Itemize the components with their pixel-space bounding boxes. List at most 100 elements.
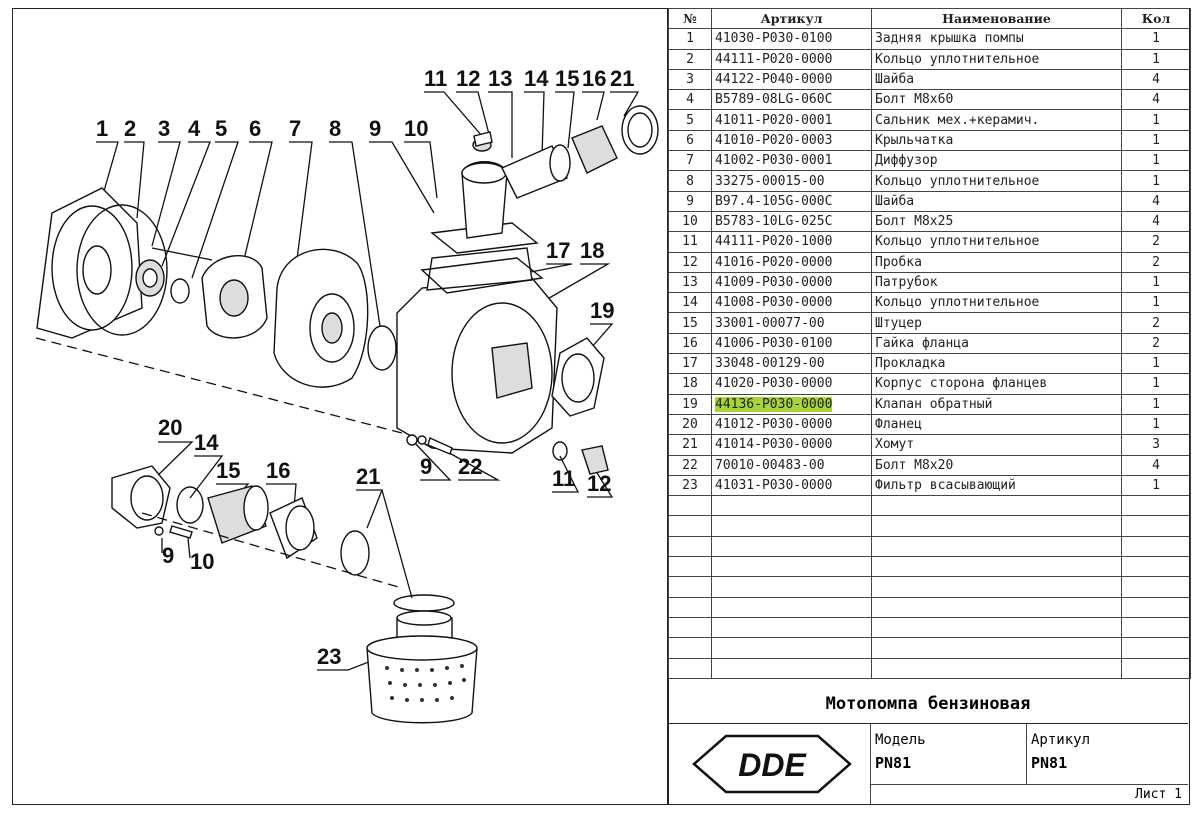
cell-name: Шайба [871,190,1122,212]
callout-label: 1 [96,116,108,141]
cell-name: Фланец [871,413,1122,436]
empty-cell [711,616,872,639]
cell-qty: 1 [1121,292,1191,314]
empty-table-row [668,596,1191,618]
cell-article: 44122-P040-0000 [711,68,872,91]
cell-num: 2 [668,48,712,70]
cell-article: 41010-P020-0003 [711,129,872,152]
cell-qty: 3 [1121,434,1191,456]
brand-logo: DDE [668,724,871,805]
empty-table-row [668,535,1191,558]
callout-label: 20 [158,415,182,440]
cell-article: 33275-00015-00 [711,170,872,192]
callout-group-lower-left: 20 14 15 16 9 10 21 23 [158,415,380,669]
empty-cell [1121,596,1191,618]
empty-table-row [668,495,1191,517]
callout-label: 22 [458,454,482,479]
cell-num: 1 [668,28,712,50]
cell-article: 70010-00483-00 [711,454,872,476]
empty-cell [668,637,712,659]
empty-cell [711,515,872,537]
cell-qty: 1 [1121,271,1191,294]
sheet-number: Лист 1 [1135,787,1182,802]
empty-cell [668,657,712,679]
empty-cell [871,657,1122,679]
cell-qty: 1 [1121,129,1191,152]
empty-cell [711,556,872,578]
cell-article: B5789-08LG-060C [711,89,872,111]
sheet-divider [667,8,669,805]
cell-article: 33048-00129-00 [711,353,872,375]
empty-table-row [668,616,1191,639]
callout-group-right: 17 18 19 [546,238,614,323]
callout-label: 5 [215,116,227,141]
cell-name: Кольцо уплотнительное [871,170,1122,192]
part-impeller [201,254,268,339]
empty-cell [1121,515,1191,537]
empty-cell [668,596,712,618]
empty-cell [1121,535,1191,558]
empty-cell [668,576,712,598]
part-pump-body [396,247,558,454]
cell-qty: 1 [1121,150,1191,172]
callout-label: 10 [404,116,428,141]
cell-num: 6 [668,129,712,152]
empty-cell [871,556,1122,578]
empty-cell [1121,616,1191,639]
callout-label: 6 [249,116,261,141]
cell-qty: 4 [1121,68,1191,91]
cell-article: B97.4-105G-000C [711,190,872,212]
callout-label: 14 [524,66,549,91]
cell-qty: 2 [1121,251,1191,273]
callout-label: 21 [356,464,380,489]
product-title: Мотопомпа бензиновая [668,685,1188,724]
cell-name: Гайка фланца [871,332,1122,355]
empty-cell [711,495,872,517]
cell-name: Задняя крышка помпы [871,28,1122,50]
cell-name: Штуцер [871,312,1122,334]
exploded-view-diagram: 11 12 13 14 15 16 21 1 2 3 4 5 6 7 8 9 1… [35,66,659,724]
callout-label: 15 [216,458,240,483]
cell-article: 41031-P030-0000 [711,474,872,497]
cell-name: Шайба [871,68,1122,91]
cell-name: Кольцо уплотнительное [871,231,1122,253]
callout-group-bottom: 9 22 11 12 [420,454,611,496]
cell-article: B5783-10LG-025C [711,210,872,233]
callout-label: 9 [369,116,381,141]
cell-qty: 4 [1121,454,1191,476]
callout-label: 16 [582,66,606,91]
cell-article: 41012-P030-0000 [711,413,872,436]
title-block: Мотопомпа бензиновая DDE Модель PN81 Арт… [668,685,1190,805]
part-rear-cover [36,187,143,339]
model-label: Модель [875,732,926,748]
callout-label: 4 [188,116,201,141]
empty-cell [711,637,872,659]
cell-num: 16 [668,332,712,355]
cell-num: 5 [668,109,712,131]
cell-num: 18 [668,373,712,395]
cell-name: Фильтр всасывающий [871,474,1122,497]
empty-cell [1121,657,1191,679]
empty-cell [711,535,872,558]
header-article: Артикул [711,7,872,30]
callout-label: 21 [610,66,634,91]
empty-table-row [668,556,1191,578]
empty-cell [668,515,712,537]
cell-num: 15 [668,312,712,334]
logo-text: DDE [738,747,807,783]
cell-num: 21 [668,434,712,456]
